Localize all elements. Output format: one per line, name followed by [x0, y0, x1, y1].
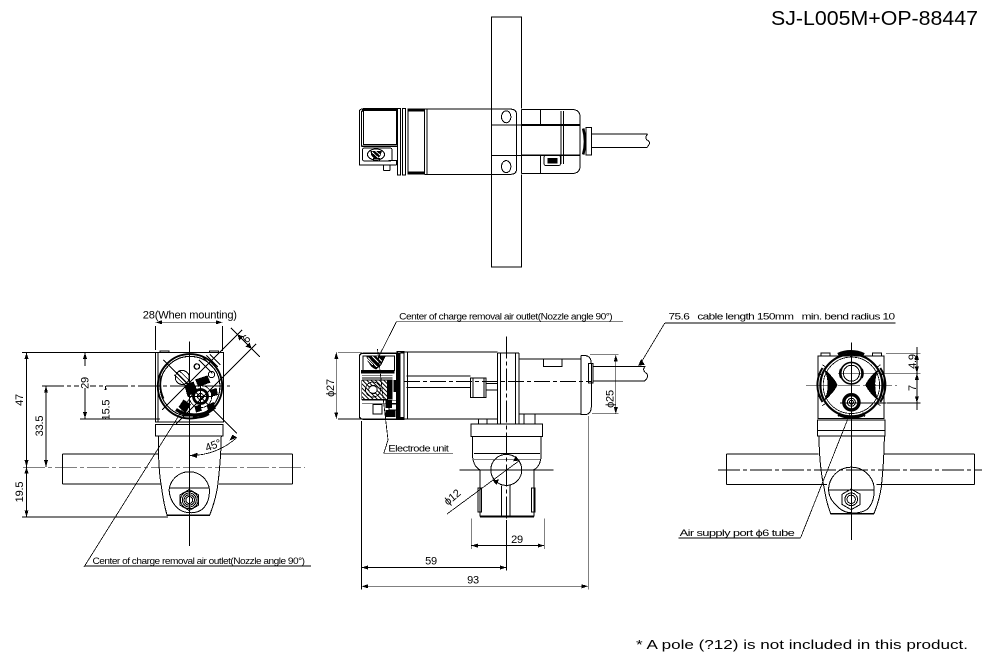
- svg-text:33.5: 33.5: [34, 416, 46, 437]
- svg-text:Air supply port ϕ6 tube: Air supply port ϕ6 tube: [680, 528, 795, 538]
- svg-text:7: 7: [907, 385, 919, 391]
- svg-text:* A pole (?12) is not included: * A pole (?12) is not included in this p…: [636, 638, 968, 652]
- svg-text:19.5: 19.5: [14, 482, 26, 503]
- svg-text:29: 29: [80, 377, 92, 389]
- svg-text:SJ-L005M+OP-88447: SJ-L005M+OP-88447: [771, 7, 978, 30]
- svg-text:Center of charge removal air o: Center of charge removal air outlet(Nozz…: [93, 556, 306, 566]
- svg-text:ϕ25: ϕ25: [605, 390, 617, 408]
- svg-text:47: 47: [14, 394, 26, 406]
- svg-text:15.5: 15.5: [101, 400, 113, 421]
- svg-text:28(When mounting): 28(When mounting): [143, 310, 237, 322]
- svg-text:59: 59: [425, 556, 437, 568]
- svg-text:ϕ27: ϕ27: [325, 379, 337, 397]
- svg-text:93: 93: [467, 574, 479, 586]
- svg-text:75.6 cable length 150mm mi: 75.6 cable length 150mm min. bend radius…: [669, 312, 896, 322]
- svg-text:Electrode unit: Electrode unit: [388, 444, 449, 454]
- svg-text:45°: 45°: [204, 437, 223, 454]
- svg-text:4.9: 4.9: [907, 354, 919, 369]
- svg-text:Center of charge removal air o: Center of charge removal air outlet(Nozz…: [399, 312, 613, 322]
- svg-text:29: 29: [511, 534, 523, 546]
